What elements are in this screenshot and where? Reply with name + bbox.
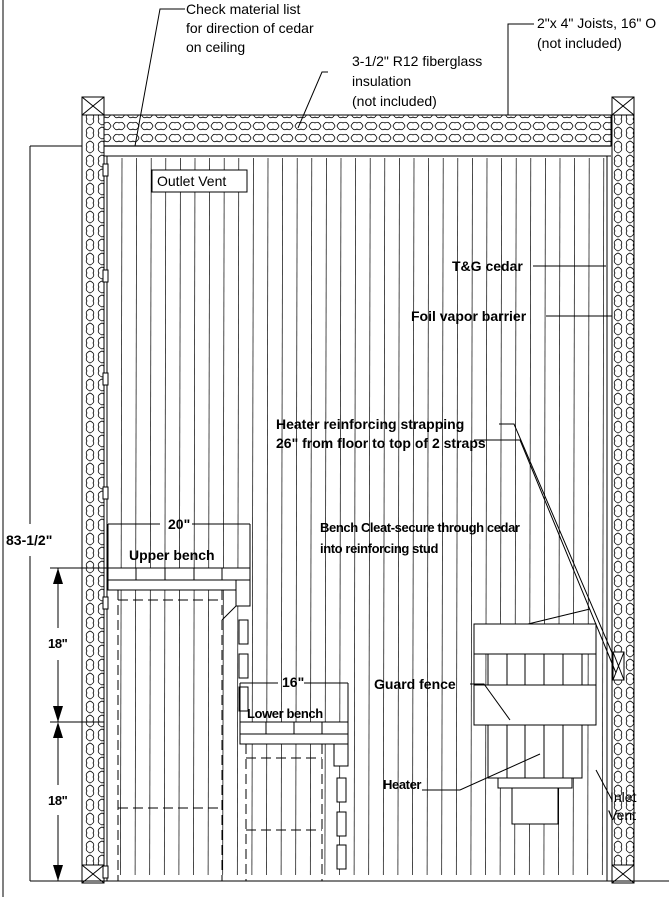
cedar-board-line: [134, 157, 137, 876]
label-total-height: 83-1/2": [6, 532, 52, 548]
cedar-board-line: [236, 157, 240, 876]
cedar-board-line: [353, 157, 356, 876]
svg-text:into reinforcing stud: into reinforcing stud: [320, 541, 438, 556]
ceiling-insulation: [103, 114, 612, 147]
label-foil-vapor-barrier: Foil vapor barrier: [411, 308, 527, 324]
svg-text:26" from floor to top of 2 str: 26" from floor to top of 2 straps: [276, 435, 486, 451]
cedar-board-line: [178, 157, 181, 876]
right-wall-insulation: [611, 114, 635, 866]
cedar-board-line: [485, 157, 488, 876]
dimension-upper-bench-height: [50, 567, 108, 881]
lower-bench: [239, 682, 349, 881]
outlet-vent-box: [151, 169, 248, 193]
bench-cleat-blocks: [238, 619, 347, 870]
label-outlet-vent: Outlet Vent: [157, 173, 226, 189]
label-guard-fence: Guard fence: [374, 676, 456, 692]
svg-text:Vent: Vent: [608, 807, 636, 823]
label-upper-bench: Upper bench: [129, 547, 215, 563]
cedar-board-line: [280, 157, 283, 876]
floor-plate-right: [611, 864, 635, 884]
cedar-board-line: [397, 157, 400, 876]
cedar-board-line: [324, 157, 327, 876]
upper-bench: [107, 523, 251, 881]
ceiling-joist-right: [611, 96, 635, 116]
cedar-board-line: [251, 157, 254, 876]
cedar-board-line: [470, 157, 473, 876]
left-wall-insulation: [81, 114, 105, 866]
svg-text:3-1/2" R12 fiberglass: 3-1/2" R12 fiberglass: [352, 53, 482, 69]
label-lower-bench: Lower bench: [247, 706, 323, 721]
svg-text:2"x 4" Joists, 16" O: 2"x 4" Joists, 16" O: [537, 15, 656, 31]
svg-text:insulation: insulation: [352, 73, 411, 89]
cedar-board-line: [149, 157, 152, 876]
cedar-board-line: [587, 157, 590, 876]
svg-text:Inlet: Inlet: [610, 789, 637, 805]
cedar-board-line: [207, 157, 210, 876]
svg-text:Heater reinforcing strapping: Heater reinforcing strapping: [276, 416, 464, 432]
cedar-board-line: [120, 157, 123, 876]
label-upper-bench-width: 20": [168, 516, 190, 532]
label-heater-strapping: Heater reinforcing strapping 26" from fl…: [276, 416, 486, 451]
label-lower-bench-width: 16": [282, 674, 304, 690]
cedar-board-line: [412, 157, 415, 876]
cedar-board-line: [266, 157, 269, 876]
cedar-board-line: [295, 157, 298, 876]
cedar-board-line: [163, 157, 167, 876]
left-wall-strap-ticks: [102, 163, 109, 879]
cedar-board-line: [441, 157, 444, 876]
ceiling-joist-left: [81, 96, 105, 116]
cedar-board-line: [193, 157, 196, 876]
dimension-total-height: [29, 145, 82, 881]
cedar-board-line: [382, 157, 386, 876]
cedar-board-line: [222, 157, 225, 876]
cedar-board-line: [309, 157, 313, 876]
leader-lines: [134, 8, 617, 801]
cedar-board-line: [426, 157, 429, 876]
svg-text:(not included): (not included): [352, 93, 437, 109]
svg-text:Bench Cleat-secure through ced: Bench Cleat-secure through cedar: [320, 520, 520, 535]
svg-text:Check material list: Check material list: [186, 1, 300, 17]
cedar-board-line: [368, 157, 371, 876]
floor-plate-left: [81, 864, 105, 884]
svg-text:(not included): (not included): [537, 35, 622, 51]
label-lower-bench-height: 18": [48, 793, 68, 808]
svg-text:for direction of cedar: for direction of cedar: [186, 20, 314, 36]
cedar-board-line: [455, 157, 459, 876]
label-bench-cleat: Bench Cleat-secure through cedar into re…: [320, 520, 520, 556]
label-material-list: Check material list for direction of ced…: [186, 1, 314, 55]
label-tg-cedar: T&G cedar: [452, 258, 523, 274]
label-inlet-vent: Inlet Vent: [608, 789, 637, 823]
cedar-board-line: [601, 157, 605, 876]
heater-assembly: [473, 608, 597, 825]
label-insulation: 3-1/2" R12 fiberglass insulation (not in…: [352, 53, 482, 109]
cedar-board-lines: [120, 157, 605, 876]
cedar-board-line: [339, 157, 342, 876]
right-wall-strap: [612, 651, 625, 681]
label-heater: Heater: [383, 777, 421, 792]
svg-text:on ceiling: on ceiling: [186, 39, 245, 55]
label-joists: 2"x 4" Joists, 16" O (not included): [537, 15, 656, 51]
label-upper-bench-height: 18": [48, 636, 68, 651]
